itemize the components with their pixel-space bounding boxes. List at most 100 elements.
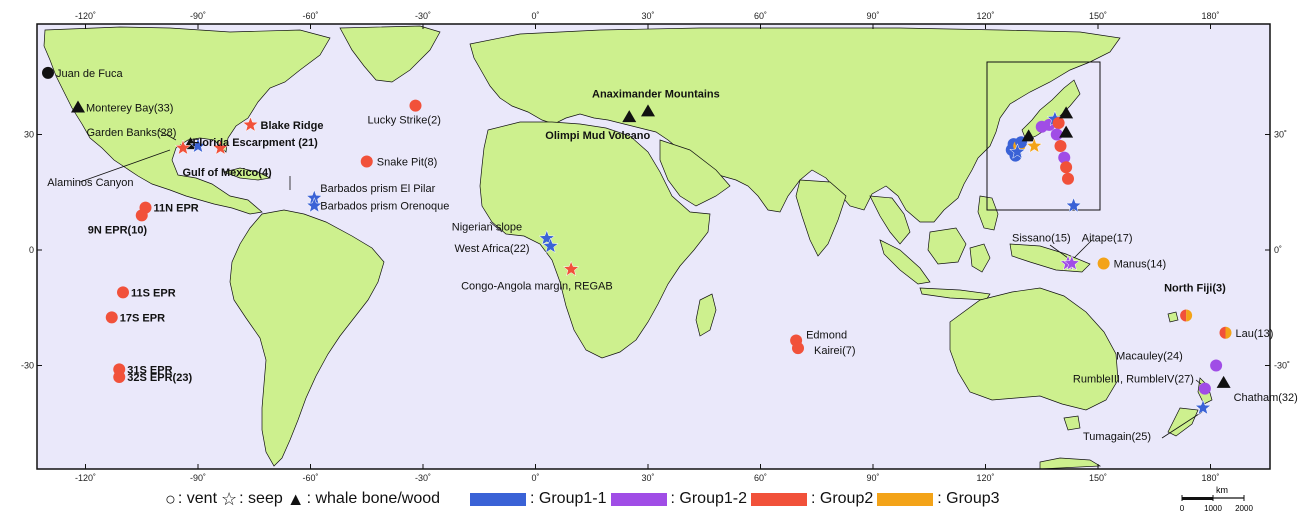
- site-marker-macauley-24: [1210, 359, 1223, 372]
- site-marker-juan-de-fuca: [42, 66, 54, 79]
- japan-marker-18: [1059, 106, 1074, 119]
- site-label: Monterey Bay(33): [86, 103, 173, 115]
- leader-tumagain: [1161, 411, 1203, 439]
- tick-label-bottom: -60˚: [302, 473, 318, 483]
- tick-label-top: -60˚: [302, 11, 318, 21]
- tick-label-top: 150˚: [1089, 11, 1107, 21]
- landmass-greenland: [339, 25, 441, 83]
- japan-marker-6: [1021, 129, 1036, 142]
- tick-label-top: 30˚: [641, 11, 654, 21]
- site-label: Sissano(15): [1012, 233, 1071, 245]
- legend-seep: ☆ : seep: [221, 489, 283, 510]
- japan-marker-15: [1060, 161, 1073, 174]
- leader-garden-banks: [157, 129, 177, 141]
- site-marker-manus-14: [1097, 257, 1110, 270]
- site-label: Macauley(24): [1116, 351, 1183, 363]
- scale-bar: km 0 1000 2000: [1180, 485, 1253, 513]
- site-label: Nigerian slope: [452, 221, 522, 233]
- seep-star-icon: ☆: [221, 488, 238, 509]
- legend-group1-2-label: : Group1-2: [670, 490, 747, 507]
- japan-marker-11: [1052, 116, 1065, 129]
- site-label: Alaminos Canyon: [47, 177, 133, 189]
- site-label: West Africa(22): [455, 243, 530, 255]
- site-marker-kairei-7: [792, 342, 804, 355]
- site-label: 31S EPR: [127, 364, 172, 376]
- landmass-philippines: [977, 195, 999, 231]
- site-markers: [42, 66, 1232, 415]
- tick-label-bottom: 120˚: [976, 473, 994, 483]
- site-label: 17S EPR: [120, 312, 165, 324]
- tick-label-left: 0: [29, 245, 34, 255]
- japan-marker-5: [1009, 143, 1026, 159]
- tick-label-right: -30˚: [1274, 361, 1290, 371]
- site-marker-west-africa-22: [542, 237, 559, 254]
- site-label: Garden Banks(28): [87, 127, 177, 139]
- legend-group1-2: : Group1-2: [610, 490, 747, 508]
- site-marker-rumbleiii-rumbleiv-27: [1198, 382, 1211, 395]
- tick-label-bottom: -120˚: [75, 473, 96, 483]
- landmass-africa: [479, 121, 711, 359]
- site-label: North Fiji(3): [1164, 282, 1226, 294]
- site-label: Olimpi Mud Volcano: [545, 130, 650, 142]
- tick-label-left: -30: [21, 361, 34, 371]
- landmass-borneo: [927, 227, 967, 265]
- site-label: Lau(13): [1236, 328, 1274, 340]
- site-marker-monterey-bay-33: [71, 100, 85, 113]
- tick-label-right: 30˚: [1274, 130, 1287, 140]
- landmass-fiji: [1167, 311, 1179, 323]
- site-label: Florida Escarpment (21): [193, 137, 319, 149]
- landmass-indochina: [869, 195, 911, 245]
- site-marker-anaximander-mountains: [641, 104, 655, 117]
- landmass-sumatra: [879, 239, 931, 285]
- site-marker-nigerian-slope: [538, 229, 556, 246]
- landmass-sulawesi: [969, 243, 991, 273]
- landmass-cuba: [222, 167, 272, 181]
- landmass-north-america: [43, 26, 331, 215]
- site-marker-aitape-17: [1063, 254, 1081, 271]
- tick-label-bottom: 0˚: [531, 473, 539, 483]
- legend-vent: ○ : vent: [165, 489, 217, 510]
- japan-marker-17: [1065, 196, 1082, 213]
- site-label: Lucky Strike(2): [368, 115, 441, 127]
- site-marker-olimpi-mud-volcano: [622, 110, 637, 123]
- site-label: Chatham(32): [1234, 392, 1298, 404]
- group1-1-swatch: [470, 492, 527, 506]
- scale-tick-0: 0: [1180, 504, 1185, 513]
- tick-label-top: 60˚: [754, 11, 767, 21]
- site-marker-barbados-prism-orenoque: [305, 196, 323, 213]
- legend-group1-1-label: : Group1-1: [530, 490, 607, 507]
- site-label: Anaximander Mountains: [592, 88, 720, 100]
- tick-label-bottom: -90˚: [190, 473, 206, 483]
- site-marker-north-fiji-3: [1180, 309, 1193, 322]
- site-label: 9N EPR(10): [88, 224, 148, 236]
- site-marker-17s-epr: [105, 311, 118, 324]
- site-label: Manus(14): [1114, 259, 1167, 271]
- axis-ticks: -120˚-120˚-90˚-90˚-60˚-60˚-30˚-30˚0˚0˚30…: [21, 11, 1290, 483]
- site-marker-unlabeled-4: [189, 137, 207, 154]
- japan-marker-16: [1062, 172, 1074, 185]
- landmass-arabia: [659, 139, 731, 207]
- whale-triangle-icon: ▲: [286, 488, 305, 509]
- site-label: Snake Pit(8): [377, 156, 438, 168]
- site-label: Gulf of Mexico(4): [183, 167, 273, 179]
- legend-group2-label: : Group2: [810, 490, 874, 507]
- site-marker-florida-escarpment-21: [212, 139, 229, 155]
- legend-group3-label: : Group3: [937, 490, 1000, 507]
- site-marker-lucky-strike-2: [409, 99, 422, 112]
- tick-label-top: 0˚: [531, 11, 539, 21]
- tick-label-left: 30: [24, 130, 34, 140]
- site-marker-11s-epr: [117, 286, 129, 299]
- tick-label-top: -120˚: [75, 11, 96, 21]
- japan-marker-7: [1025, 137, 1043, 154]
- japan-marker-19: [1059, 125, 1074, 138]
- scale-unit: km: [1216, 485, 1228, 495]
- tick-label-bottom: 30˚: [641, 473, 654, 483]
- vent-circle-icon: ○: [165, 488, 176, 509]
- landmass-south-america: [229, 209, 385, 467]
- legend-group1-1: : Group1-1: [470, 490, 607, 508]
- leader-alaminos: [79, 149, 171, 183]
- site-label: Tumagain(25): [1083, 431, 1151, 443]
- site-marker-9n-epr-10: [135, 209, 148, 222]
- leader-sissano: [1049, 244, 1069, 259]
